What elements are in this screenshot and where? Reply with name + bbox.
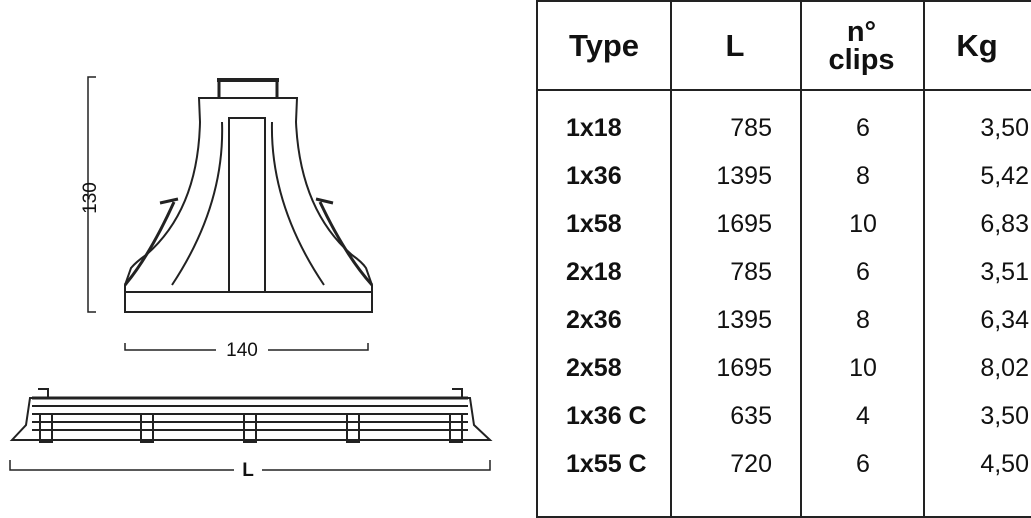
header-clips: n° clips (800, 2, 923, 89)
side-view (9, 388, 493, 443)
cell-clips: 6 (856, 449, 870, 478)
table-row: 2x36 1395 8 6,34 (538, 296, 1031, 344)
table-row: 1x58 1695 10 6,83 (538, 200, 1031, 248)
cell-length: 720 (730, 449, 772, 478)
cell-clips: 6 (856, 257, 870, 286)
table-row: 1x36 C 635 4 3,50 (538, 392, 1031, 440)
cell-type: 1x18 (566, 113, 622, 142)
cell-type: 2x18 (566, 257, 622, 286)
table-row: 1x18 785 6 3,50 (538, 104, 1031, 152)
cell-length: 1695 (716, 353, 772, 382)
cross-section-view (123, 78, 374, 313)
cell-clips: 10 (849, 353, 877, 382)
table-row: 2x18 785 6 3,51 (538, 248, 1031, 296)
column-divider (800, 2, 802, 516)
table-row: 2x58 1695 10 8,02 (538, 344, 1031, 392)
cell-length: 785 (730, 113, 772, 142)
cell-length: 1395 (716, 305, 772, 334)
cell-type: 1x36 (566, 161, 622, 190)
cell-clips: 6 (856, 113, 870, 142)
cell-kg: 5,42 (980, 161, 1029, 190)
cell-kg: 4,50 (980, 449, 1029, 478)
cell-clips: 8 (856, 161, 870, 190)
cell-type: 1x55 C (566, 449, 647, 478)
cell-type: 1x58 (566, 209, 622, 238)
cell-kg: 8,02 (980, 353, 1029, 382)
header-clips-line2: clips (828, 43, 895, 76)
table-row: 1x36 1395 8 5,42 (538, 152, 1031, 200)
cell-length: 635 (730, 401, 772, 430)
cell-length: 1695 (716, 209, 772, 238)
cell-clips: 8 (856, 305, 870, 334)
width-label: 140 (226, 340, 258, 361)
cell-kg: 3,50 (980, 113, 1029, 142)
header-kg: Kg (956, 27, 998, 63)
table-row: 1x55 C 720 6 4,50 (538, 440, 1031, 488)
cell-type: 1x36 C (566, 401, 647, 430)
cell-length: 1395 (716, 161, 772, 190)
cell-kg: 6,83 (980, 209, 1029, 238)
length-label: L (242, 460, 254, 481)
spec-table: Type L n° clips Kg 1x18 785 6 3,50 1x36 … (536, 0, 1031, 518)
cell-type: 2x58 (566, 353, 622, 382)
header-length: L (725, 27, 745, 63)
cell-kg: 3,50 (980, 401, 1029, 430)
header-type: Type (568, 27, 640, 63)
cell-type: 2x36 (566, 305, 622, 334)
cell-clips: 10 (849, 209, 877, 238)
width-dimension (124, 343, 369, 351)
height-label: 130 (80, 182, 101, 214)
header-clips-line1: n° (846, 15, 877, 48)
length-dimension (9, 460, 491, 471)
header-divider (538, 89, 1031, 91)
cell-length: 785 (730, 257, 772, 286)
height-dimension (87, 76, 96, 313)
column-divider (923, 2, 925, 516)
technical-drawing: 130 140 L (9, 76, 493, 481)
cell-clips: 4 (856, 401, 870, 430)
column-divider (670, 2, 672, 516)
cell-kg: 6,34 (980, 305, 1029, 334)
cell-kg: 3,51 (980, 257, 1029, 286)
